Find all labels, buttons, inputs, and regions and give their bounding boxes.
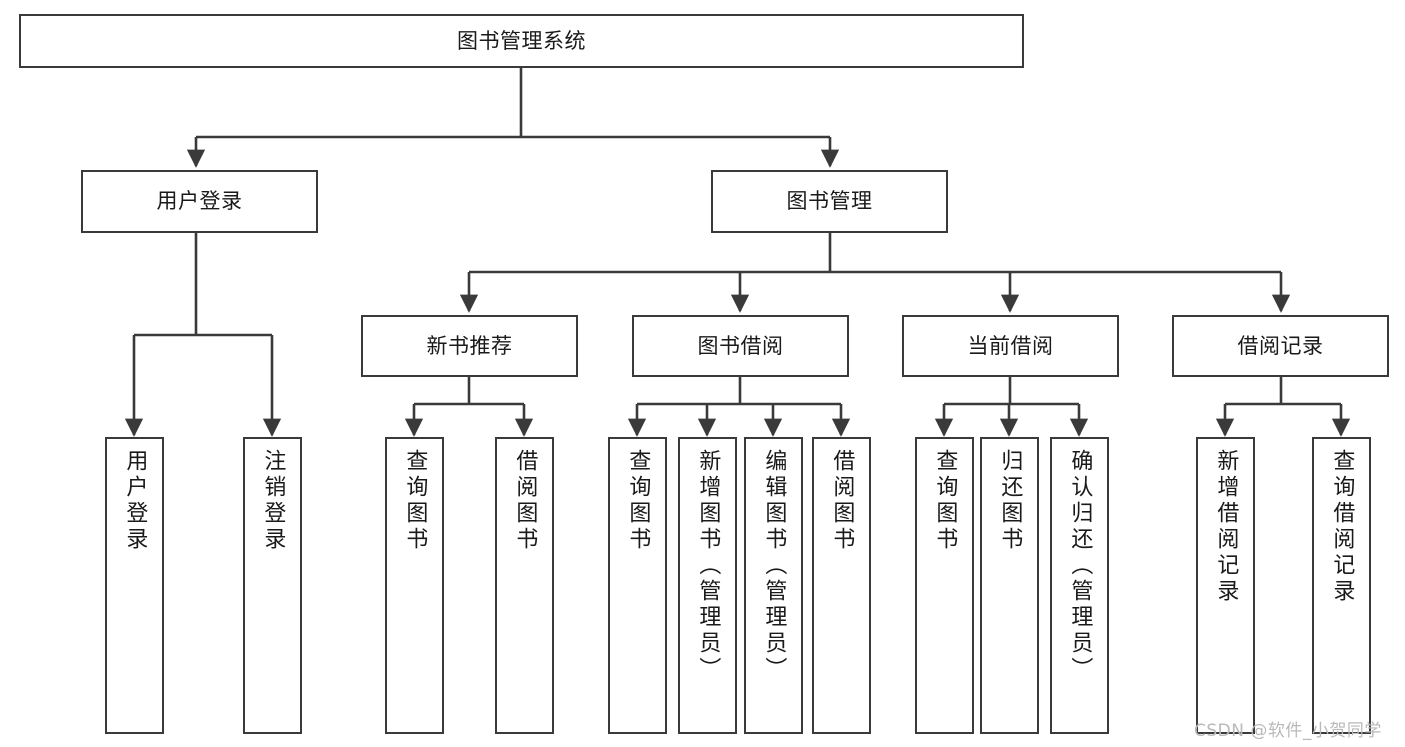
node-label: 查询图书	[625, 449, 651, 553]
node-label: 查询图书	[402, 449, 428, 553]
leaf-book-borrow-query-books[interactable]: 查询图书	[608, 437, 667, 734]
node-label: 借阅图书	[512, 449, 538, 553]
node-label: 借阅记录	[1237, 333, 1324, 358]
csdn-watermark: CSDN @软件_小贺同学	[1194, 721, 1382, 741]
node-label: 新书推荐	[426, 333, 513, 358]
leaf-user-login-login[interactable]: 用户登录	[105, 437, 164, 734]
node-label: 编辑图书（管理员）	[761, 449, 787, 683]
leaf-borrow-record-query-record[interactable]: 查询借阅记录	[1312, 437, 1371, 734]
node-user-login[interactable]: 用户登录	[81, 170, 318, 233]
node-label: 归还图书	[997, 449, 1023, 553]
node-label: 注销登录	[260, 449, 286, 553]
node-label: 图书借阅	[697, 333, 784, 358]
leaf-book-borrow-borrow-books[interactable]: 借阅图书	[812, 437, 871, 734]
node-new-book-recommendation[interactable]: 新书推荐	[361, 315, 578, 377]
leaf-borrow-record-add-record[interactable]: 新增借阅记录	[1196, 437, 1255, 734]
node-label: 确认归还（管理员）	[1067, 449, 1093, 683]
leaf-new-book-borrow-books[interactable]: 借阅图书	[495, 437, 554, 734]
node-borrowing-record[interactable]: 借阅记录	[1172, 315, 1389, 377]
leaf-new-book-query-books[interactable]: 查询图书	[385, 437, 444, 734]
leaf-current-borrow-confirm-return-admin[interactable]: 确认归还（管理员）	[1050, 437, 1109, 734]
leaf-book-borrow-add-book-admin[interactable]: 新增图书（管理员）	[678, 437, 737, 734]
leaf-current-borrow-return-books[interactable]: 归还图书	[980, 437, 1039, 734]
node-current-borrowing[interactable]: 当前借阅	[902, 315, 1119, 377]
node-label: 当前借阅	[967, 333, 1054, 358]
node-label: 图书管理系统	[457, 28, 586, 53]
node-label: 借阅图书	[829, 449, 855, 553]
node-label: 查询借阅记录	[1329, 449, 1355, 605]
node-root-book-management-system[interactable]: 图书管理系统	[19, 14, 1024, 68]
node-label: 用户登录	[156, 189, 243, 213]
node-label: 查询图书	[932, 449, 958, 553]
leaf-book-borrow-edit-book-admin[interactable]: 编辑图书（管理员）	[744, 437, 803, 734]
node-book-borrowing[interactable]: 图书借阅	[632, 315, 849, 377]
leaf-user-login-logout[interactable]: 注销登录	[243, 437, 302, 734]
node-label: 用户登录	[122, 449, 148, 553]
node-label: 新增图书（管理员）	[695, 449, 721, 683]
node-label: 新增借阅记录	[1213, 449, 1239, 605]
node-book-management[interactable]: 图书管理	[711, 170, 948, 233]
node-label: 图书管理	[786, 189, 873, 213]
leaf-current-borrow-query-books[interactable]: 查询图书	[915, 437, 974, 734]
